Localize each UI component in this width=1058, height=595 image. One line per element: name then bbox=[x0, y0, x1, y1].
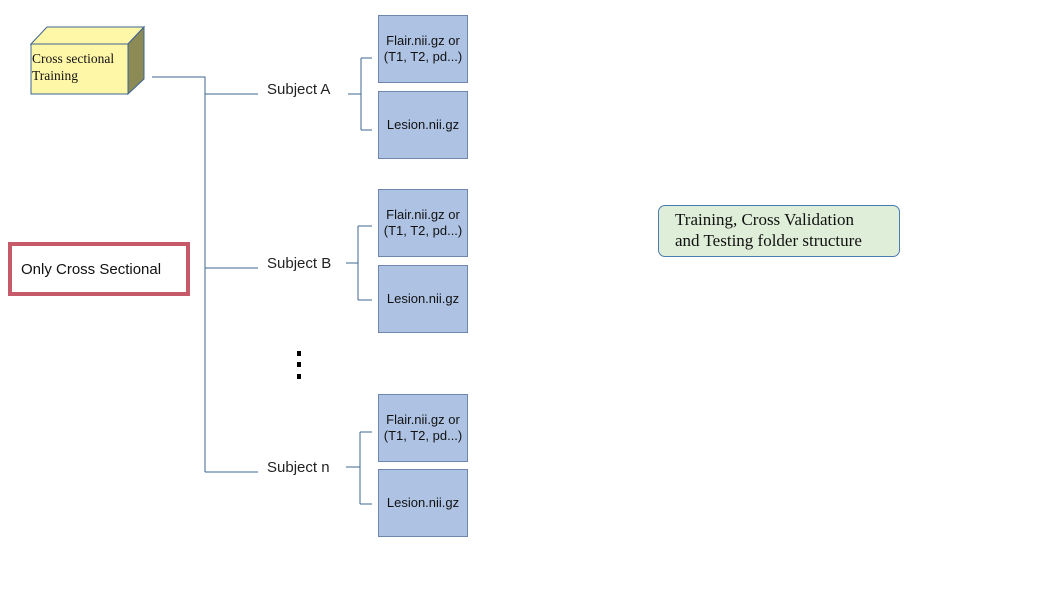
only-cross-sectional-badge: Only Cross Sectional bbox=[8, 242, 190, 296]
file-label-line2: (T1, T2, pd...) bbox=[383, 428, 463, 443]
subject-b-label: Subject B bbox=[267, 255, 332, 272]
subject-b-flair-file: Flair.nii.gz or (T1, T2, pd...) bbox=[378, 189, 468, 257]
file-label-line2: (T1, T2, pd...) bbox=[383, 223, 463, 238]
ellipsis-dot bbox=[297, 374, 301, 379]
ellipsis-dot bbox=[297, 362, 301, 367]
note-line2: and Testing folder structure bbox=[675, 231, 862, 250]
badge-label: Only Cross Sectional bbox=[12, 246, 186, 292]
ellipsis-dot bbox=[297, 351, 301, 356]
structure-note: Training, Cross Validation and Testing f… bbox=[658, 205, 900, 257]
root-folder-line2: Training bbox=[32, 68, 79, 83]
root-connector bbox=[152, 76, 206, 472]
subject-n-lesion-file: Lesion.nii.gz bbox=[378, 469, 468, 537]
file-label-line1: Flair.nii.gz or bbox=[386, 207, 460, 222]
subject-n-label: Subject n bbox=[267, 459, 330, 476]
subject-n-bracket bbox=[346, 431, 372, 505]
subject-n-flair-file: Flair.nii.gz or (T1, T2, pd...) bbox=[378, 394, 468, 462]
subject-a-flair-file: Flair.nii.gz or (T1, T2, pd...) bbox=[378, 15, 468, 83]
file-label-line2: (T1, T2, pd...) bbox=[383, 49, 463, 64]
root-folder-line1: Cross sectional bbox=[32, 51, 115, 66]
file-label-line1: Lesion.nii.gz bbox=[386, 291, 460, 306]
file-label-line1: Flair.nii.gz or bbox=[386, 33, 460, 48]
subject-a-bracket bbox=[348, 57, 372, 131]
file-label-line1: Flair.nii.gz or bbox=[386, 412, 460, 427]
subject-b-bracket bbox=[346, 225, 372, 301]
subject-b-lesion-file: Lesion.nii.gz bbox=[378, 265, 468, 333]
note-line1: Training, Cross Validation bbox=[675, 210, 854, 229]
root-folder-cube bbox=[29, 25, 146, 96]
root-folder-label: Cross sectional Training bbox=[32, 50, 128, 84]
subject-a-label: Subject A bbox=[267, 81, 331, 98]
subject-a-lesion-file: Lesion.nii.gz bbox=[378, 91, 468, 159]
file-label-line1: Lesion.nii.gz bbox=[386, 495, 460, 510]
file-label-line1: Lesion.nii.gz bbox=[386, 117, 460, 132]
